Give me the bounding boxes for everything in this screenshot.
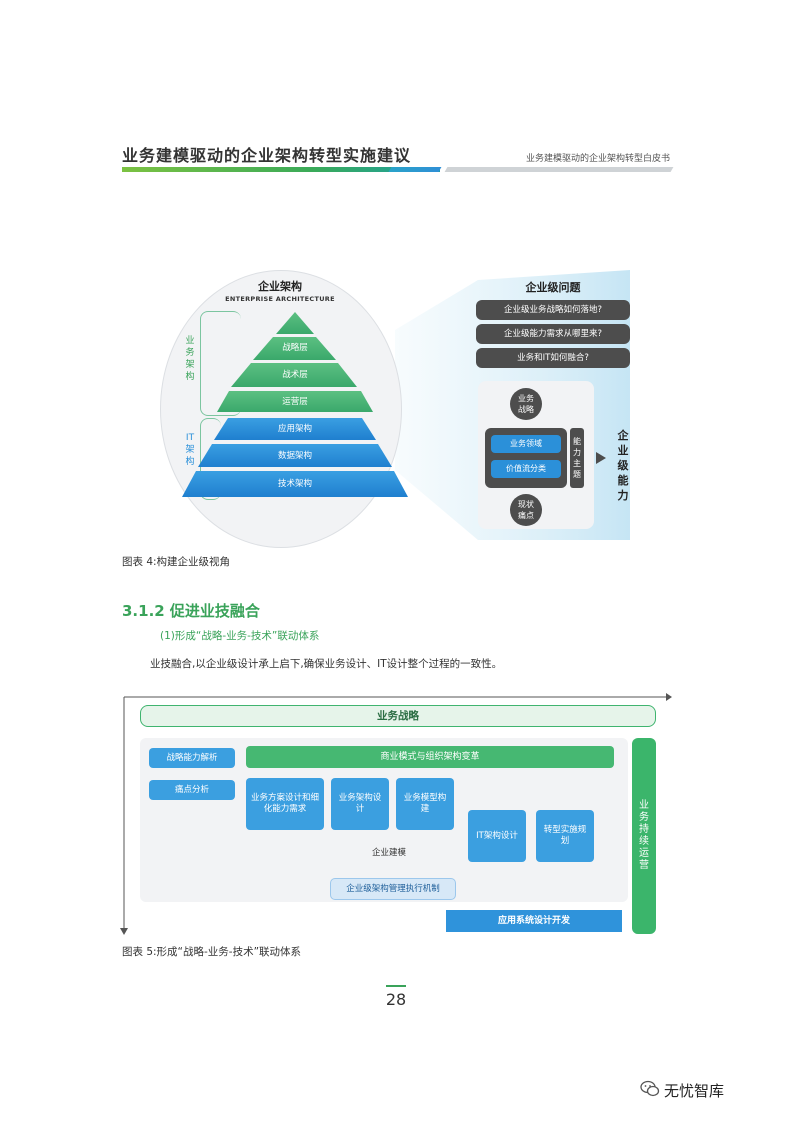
questions-title: 企业级问题	[525, 281, 581, 294]
document-title: 业务建模驱动的企业架构转型实施建议	[122, 146, 412, 165]
layer-technology: 技术架构	[277, 479, 312, 489]
figure5-caption: 图表 5:形成“战略-业务-技术”联动体系	[122, 946, 302, 958]
wechat-icon	[640, 1080, 660, 1097]
business-arch-label: 业务架构	[185, 336, 195, 382]
value-stream-pill: 价值流分类	[491, 460, 561, 478]
arrow-right-icon	[596, 452, 606, 464]
solution-design-box: 业务方案设计和细化能力需求	[246, 778, 324, 830]
it-arch-label: IT架构	[185, 433, 195, 467]
document-subtitle: 业务建模驱动的企业架构转型白皮书	[525, 154, 670, 164]
business-model-change-bar: 商业模式与组织架构变革	[246, 746, 614, 768]
question-3: 业务和IT如何融合?	[476, 348, 630, 368]
business-strategy-bar: 业务战略	[140, 705, 656, 727]
ea-title: 企业架构	[258, 280, 302, 293]
layer-strategy: 战略层	[282, 343, 308, 353]
business-arch-bracket	[200, 311, 241, 416]
business-strategy-node: 业务战略	[510, 388, 542, 420]
page-number: 28	[385, 990, 407, 1009]
it-arch-bracket	[200, 418, 221, 500]
section-body: 业技融合,以企业级设计承上启下,确保业务设计、IT设计整个过程的一致性。	[150, 658, 503, 670]
strategy-analysis-box: 战略能力解析	[149, 748, 235, 768]
governance-box: 企业级架构管理执行机制	[330, 878, 456, 900]
continuous-ops-bar: 业务持续运营	[632, 738, 656, 934]
business-domain-pill: 业务领域	[491, 435, 561, 453]
page-number-line	[386, 985, 406, 987]
ea-subtitle: ENTERPRISE ARCHITECTURE	[225, 295, 335, 303]
layer-tactics: 战术层	[282, 370, 308, 380]
watermark: 无忧智库	[664, 1082, 725, 1100]
business-arch-design-box: 业务架构设计	[331, 778, 389, 830]
question-1: 企业级业务战略如何落地?	[476, 300, 630, 320]
transformation-plan-box: 转型实施规划	[536, 810, 594, 862]
section-heading: 3.1.2 促进业技融合	[122, 602, 260, 620]
layer-data: 数据架构	[277, 451, 312, 461]
header-bar-green	[122, 167, 440, 172]
section-subheading: (1)形成“战略-业务-技术”联动体系	[160, 630, 320, 642]
layer-application: 应用架构	[277, 424, 312, 434]
pain-analysis-box: 痛点分析	[149, 780, 235, 800]
enterprise-modeling-label: 企业建模	[372, 848, 407, 858]
it-arch-design-box: IT架构设计	[468, 810, 526, 862]
current-pain-node: 现状痛点	[510, 494, 542, 526]
app-dev-bar: 应用系统设计开发	[446, 910, 622, 932]
enterprise-capability-label: 企业级能力	[617, 429, 629, 502]
capability-theme: 能力主题	[570, 428, 584, 488]
question-2: 企业级能力需求从哪里来?	[476, 324, 630, 344]
business-model-build-box: 业务模型构建	[396, 778, 454, 830]
figure4-caption: 图表 4:构建企业级视角	[122, 556, 231, 568]
layer-operations: 运营层	[282, 397, 308, 407]
